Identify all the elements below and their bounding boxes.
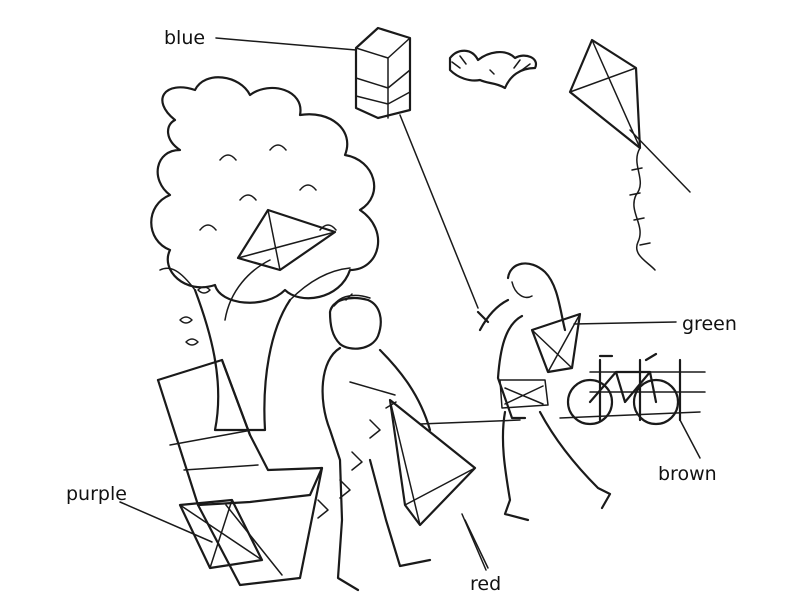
green-kite xyxy=(530,312,582,374)
bicycle-icon xyxy=(566,352,680,426)
boy-figure xyxy=(321,293,432,592)
bird-icon xyxy=(448,49,538,90)
chair-icon xyxy=(156,358,324,587)
label-purple: purple xyxy=(66,483,127,505)
girl-figure xyxy=(476,262,612,522)
label-green: green xyxy=(682,313,737,335)
label-brown: brown xyxy=(658,463,717,485)
purple-kite xyxy=(178,498,264,570)
label-blue: blue xyxy=(164,27,205,49)
blue-box-kite xyxy=(354,26,479,309)
ground-line xyxy=(419,411,701,425)
red-kite xyxy=(388,398,489,569)
boy-kite-tail xyxy=(317,419,381,519)
top-right-kite xyxy=(568,38,691,271)
leader-lines xyxy=(119,37,701,571)
label-red: red xyxy=(470,573,501,595)
tree-kite xyxy=(236,208,337,272)
tree-icon xyxy=(150,76,380,432)
